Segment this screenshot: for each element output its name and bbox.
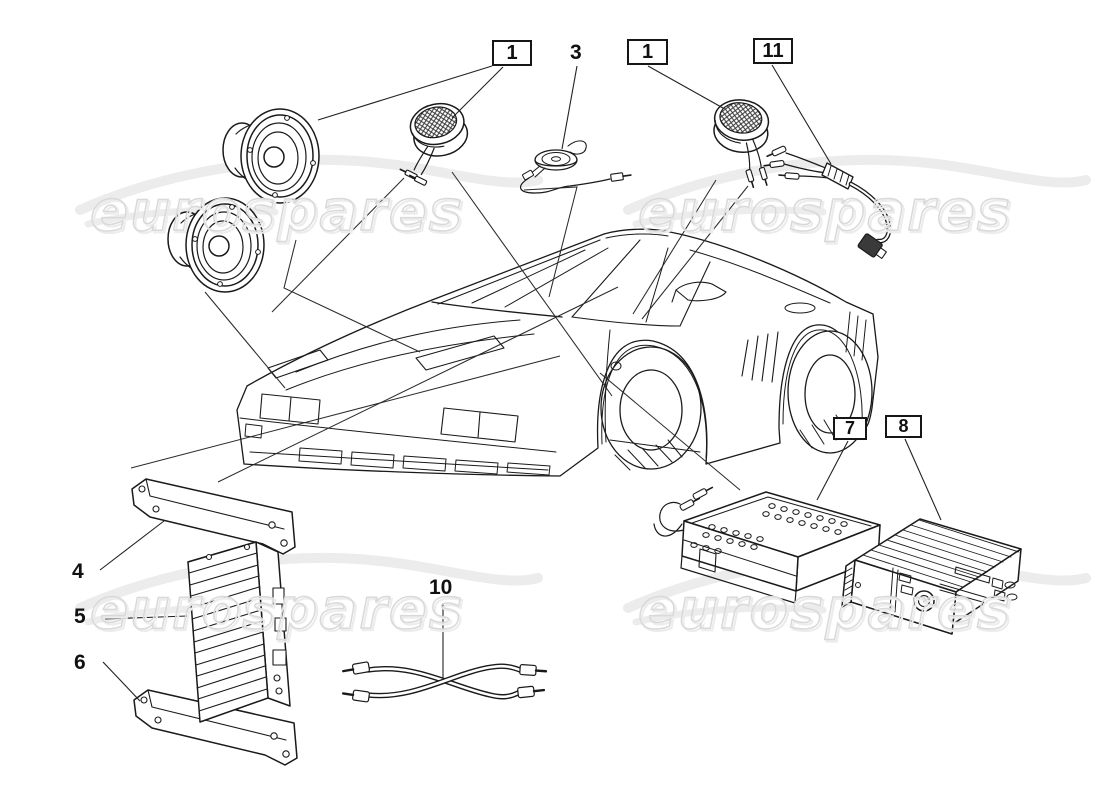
part-label-10: 10 [429, 576, 453, 599]
part-label-3: 3 [570, 41, 582, 64]
rca-cable-part [341, 661, 548, 703]
mounting-bracket-upper [131, 478, 296, 555]
watermark-text: eurospares [90, 577, 464, 642]
part-label-1-tweeter: 1 [627, 39, 668, 65]
watermark-text: eurospares [638, 179, 1012, 244]
antenna-base-part [520, 140, 632, 194]
tweeter-speaker-right [713, 99, 770, 189]
part-label-4: 4 [72, 560, 84, 583]
leader-lines [99, 64, 942, 702]
part-label-11: 11 [753, 38, 793, 64]
watermark-text-group: eurospares eurospares eurospares eurospa… [89, 178, 1014, 645]
front-wheel [600, 344, 707, 471]
amplifier-part [187, 541, 291, 723]
watermark-text: eurospares [92, 181, 466, 246]
part-label-8: 8 [885, 415, 922, 438]
part-label-5: 5 [74, 605, 86, 628]
woofer-speaker-lower [167, 197, 265, 293]
watermark-text: eurospares [92, 579, 466, 644]
watermark-text: eurospares [640, 579, 1014, 644]
part-label-7: 7 [833, 417, 867, 440]
watermark-text: eurospares [90, 179, 464, 244]
cd-changer-part [653, 486, 881, 604]
radio-head-unit-part [841, 518, 1022, 635]
watermark-text: eurospares [638, 577, 1012, 642]
car-illustration [236, 228, 879, 477]
woofer-speaker-upper [222, 108, 320, 204]
watermark-text: eurospares [640, 181, 1014, 246]
tweeter-speaker-left [399, 102, 469, 186]
part-label-6: 6 [74, 651, 86, 674]
part-label-1-speakers: 1 [492, 40, 532, 66]
location-lines [130, 171, 749, 491]
side-mirror [671, 281, 727, 303]
wiring-harness-part [763, 145, 892, 260]
